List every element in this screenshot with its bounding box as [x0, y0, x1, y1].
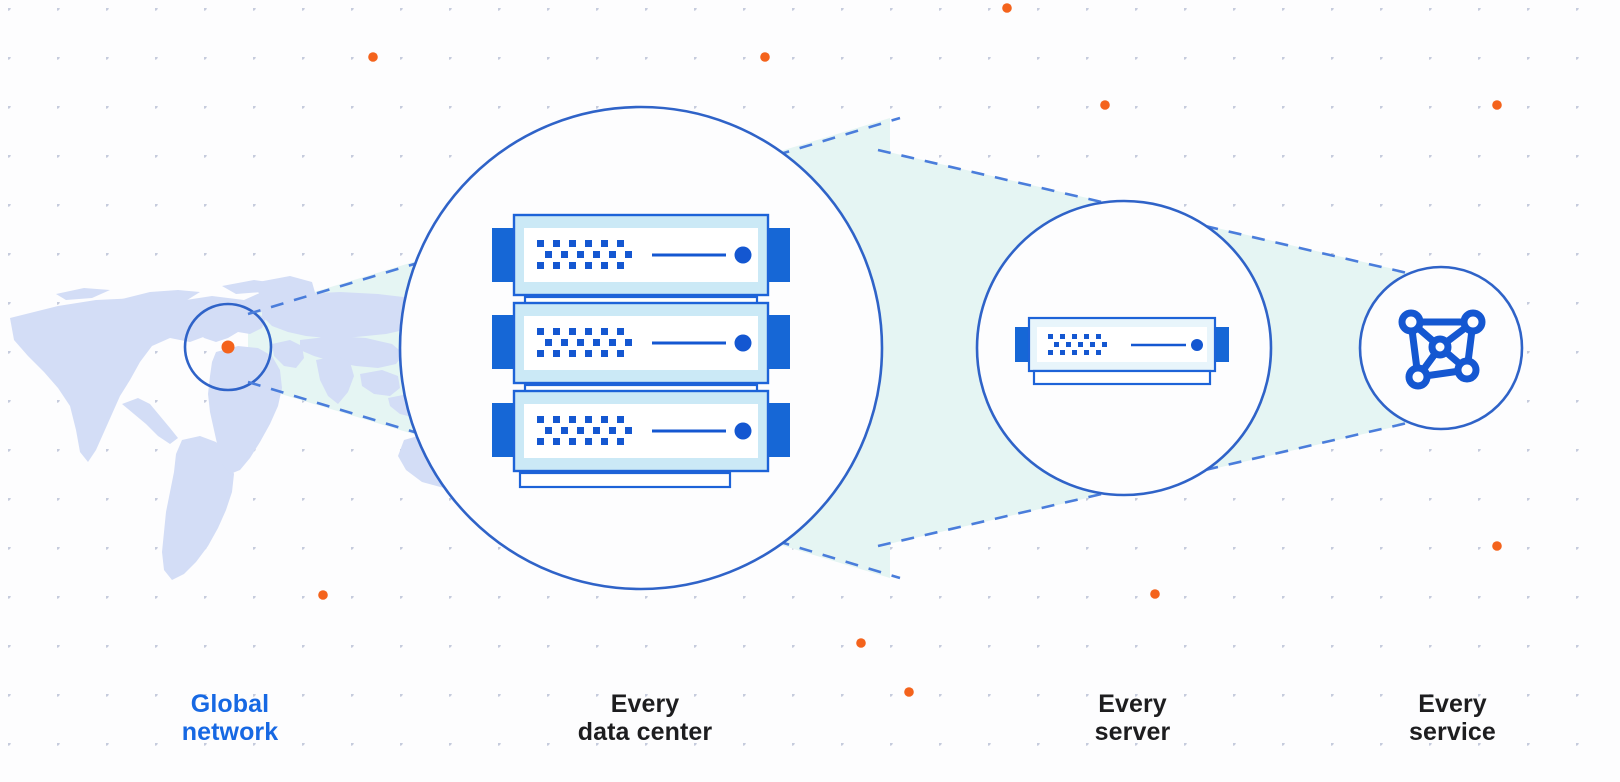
- server-led-matrix: [1048, 334, 1107, 355]
- server-tab-right: [1214, 327, 1229, 362]
- server-rack-icon: [492, 213, 790, 489]
- highlight-dot: [760, 52, 770, 62]
- mesh-node-center: [1428, 335, 1452, 359]
- highlight-dot: [1100, 100, 1110, 110]
- global-highlight-circle: [183, 302, 273, 392]
- highlight-dot: [1002, 3, 1012, 13]
- highlight-dot: [368, 52, 378, 62]
- server-unit-icon: [1015, 316, 1229, 386]
- highlight-dot: [856, 638, 866, 648]
- global-location-dot: [221, 340, 235, 354]
- rack-unit-status-dot: [734, 334, 752, 352]
- caption-global-network: Global network: [181, 690, 279, 746]
- rack-unit-status-dot: [734, 246, 752, 264]
- caption-data-center: Every data center: [577, 690, 713, 746]
- mesh-node-top-left: [1398, 309, 1424, 335]
- rack-base: [518, 471, 732, 489]
- highlight-dot: [904, 687, 914, 697]
- rack-unit-status-dot: [734, 422, 752, 440]
- server-status-dot: [1191, 339, 1203, 351]
- mesh-node-top-right: [1460, 309, 1486, 335]
- highlight-dot: [318, 590, 328, 600]
- rack-unit-tab-left: [492, 315, 514, 369]
- rack-unit-led-matrix: [537, 328, 632, 357]
- rack-unit-tab-left: [492, 403, 514, 457]
- rack-unit-tab-right: [768, 403, 790, 457]
- rack-unit-tab-right: [768, 228, 790, 282]
- rack-unit-tab-left: [492, 228, 514, 282]
- caption-server: Every server: [1094, 690, 1171, 746]
- network-mesh-nodes: [1398, 309, 1486, 390]
- rack-unit-tab-right: [768, 315, 790, 369]
- world-map-icon: [10, 276, 514, 580]
- stage-data-center[interactable]: [398, 105, 884, 591]
- server-tab-left: [1015, 327, 1030, 362]
- mesh-node-bottom-right: [1454, 357, 1480, 383]
- caption-service: Every service: [1409, 690, 1496, 746]
- mesh-node-bottom-left: [1405, 364, 1431, 390]
- stage-server[interactable]: [975, 199, 1273, 497]
- rack-unit-led-matrix: [537, 240, 632, 269]
- server-base: [1032, 369, 1212, 386]
- highlight-dot: [1150, 589, 1160, 599]
- highlight-dot: [1492, 100, 1502, 110]
- rack-unit-led-matrix: [537, 416, 632, 445]
- highlight-dot: [1492, 541, 1502, 551]
- stage-service[interactable]: [1358, 265, 1524, 431]
